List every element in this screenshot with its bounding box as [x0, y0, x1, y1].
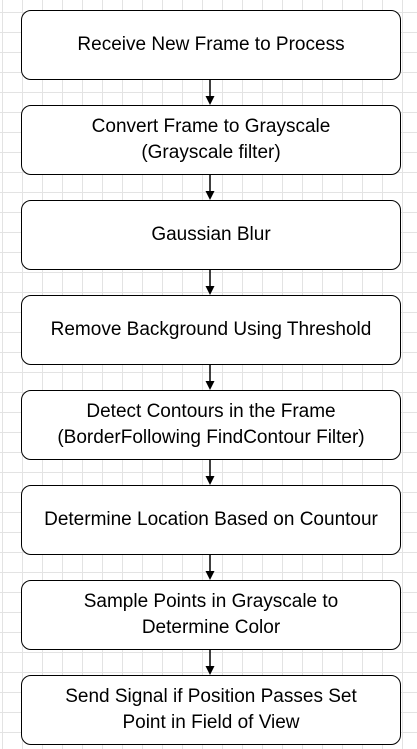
step-label: Remove Background Using Threshold — [50, 319, 372, 340]
step-label: Send Signal if Position Passes Set Point… — [65, 686, 357, 733]
step-detect-contours[interactable]: Detect Contours in the Frame (BorderFoll… — [21, 390, 401, 460]
arrow-connector — [205, 175, 215, 200]
step-label: Convert Frame to Grayscale (Grayscale fi… — [91, 116, 331, 163]
step-convert-grayscale[interactable]: Convert Frame to Grayscale (Grayscale fi… — [21, 105, 401, 175]
step-label: Gaussian Blur — [151, 224, 271, 245]
step-determine-location[interactable]: Determine Location Based on Countour — [21, 485, 401, 555]
arrow-connector — [205, 365, 215, 390]
step-send-signal[interactable]: Send Signal if Position Passes Set Point… — [21, 675, 401, 745]
step-label: Receive New Frame to Process — [77, 34, 345, 55]
arrow-connector — [205, 270, 215, 295]
arrow-connector — [205, 80, 215, 105]
step-remove-background[interactable]: Remove Background Using Threshold — [21, 295, 401, 365]
arrow-connector — [205, 650, 215, 675]
step-label: Determine Location Based on Countour — [44, 509, 378, 530]
arrow-connector — [205, 555, 215, 580]
step-sample-points[interactable]: Sample Points in Grayscale to Determine … — [21, 580, 401, 650]
step-receive-frame[interactable]: Receive New Frame to Process — [21, 10, 401, 80]
arrow-connector — [205, 460, 215, 485]
step-label: Detect Contours in the Frame (BorderFoll… — [57, 401, 365, 448]
step-gaussian-blur[interactable]: Gaussian Blur — [21, 200, 401, 270]
step-label: Sample Points in Grayscale to Determine … — [83, 591, 339, 638]
